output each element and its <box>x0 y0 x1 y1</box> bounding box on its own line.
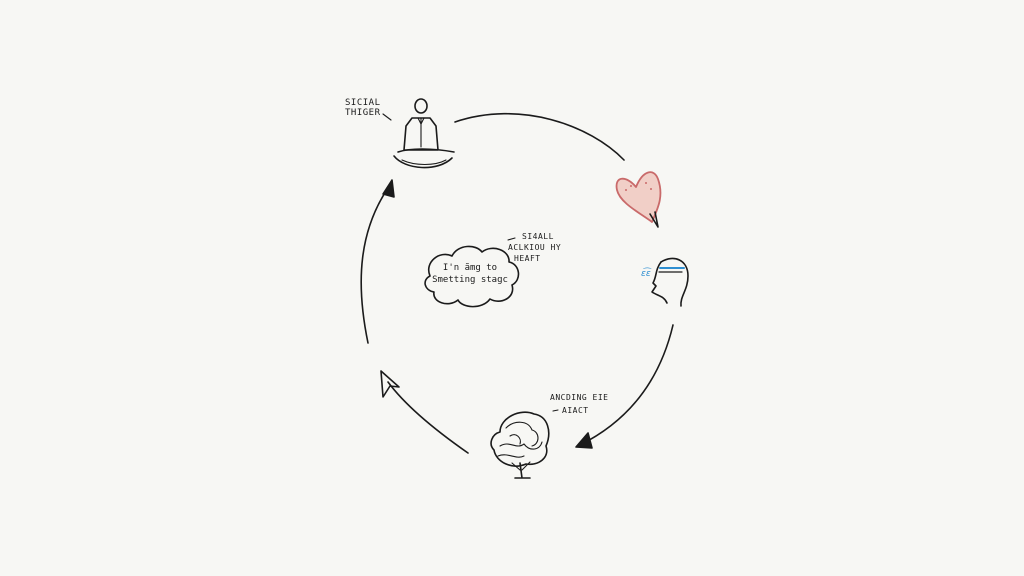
center-note-line-3: HEAFT <box>514 254 541 263</box>
arc-bottom-left <box>387 381 469 454</box>
center-note-line-1: SI4ALL <box>522 232 554 241</box>
heart-icon <box>615 171 662 228</box>
meditating-person-icon <box>393 98 455 169</box>
social-trigger-line-2: THIGER <box>345 108 381 118</box>
arrowhead-left-upper <box>382 179 395 198</box>
arc-right-bottom <box>579 324 674 446</box>
svg-text:ɛ͡ɛ: ɛ͡ɛ <box>641 268 652 279</box>
social-trigger-pointer <box>382 113 392 121</box>
bottom-note-line-2: AIACT <box>562 406 589 415</box>
cloud-line-1: I'n ãmg to <box>442 263 498 273</box>
cloud-text: I'n ãmg to Smetting stagc <box>422 262 518 286</box>
bottom-note-label: ANCDING EIE AIACT <box>550 391 608 417</box>
arrowhead-bottom-right <box>575 432 593 449</box>
center-note-label: SI4ALL ACLKIOU Hy HEAFT <box>508 231 561 264</box>
arrowhead-left-lower <box>380 370 400 398</box>
bottom-note-line-1: ANCDING EIE <box>550 393 609 402</box>
social-trigger-line-1: SICIAL <box>345 98 381 108</box>
thought-cloud <box>424 245 520 308</box>
arc-left-up <box>360 187 389 344</box>
center-note-pointer <box>507 237 516 241</box>
head-profile-icon: ɛ͡ɛ <box>641 257 689 307</box>
social-trigger-label: SICIAL THIGER <box>345 98 381 118</box>
bottom-note-pointer <box>552 409 559 412</box>
cloud-line-2: Smetting stagc <box>432 275 508 285</box>
brain-tree-icon <box>490 411 550 479</box>
center-note-line-2: ACLKIOU Hy <box>508 243 562 252</box>
arc-top-right <box>454 112 625 161</box>
